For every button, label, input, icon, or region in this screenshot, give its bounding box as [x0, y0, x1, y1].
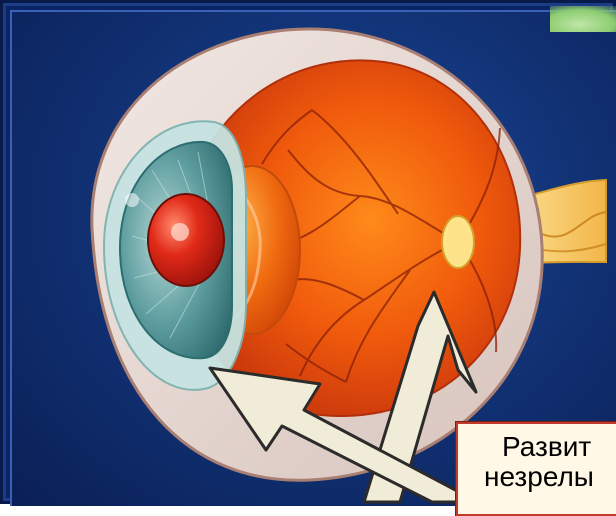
pupil	[148, 194, 224, 286]
callout-text-line-1: Развит	[502, 432, 591, 462]
optic-disc	[442, 216, 474, 268]
callout-text-line-2: незрелы	[484, 462, 594, 492]
slide-frame: Развит незрелы	[0, 0, 616, 504]
callout-box: Развит незрелы	[456, 422, 616, 516]
